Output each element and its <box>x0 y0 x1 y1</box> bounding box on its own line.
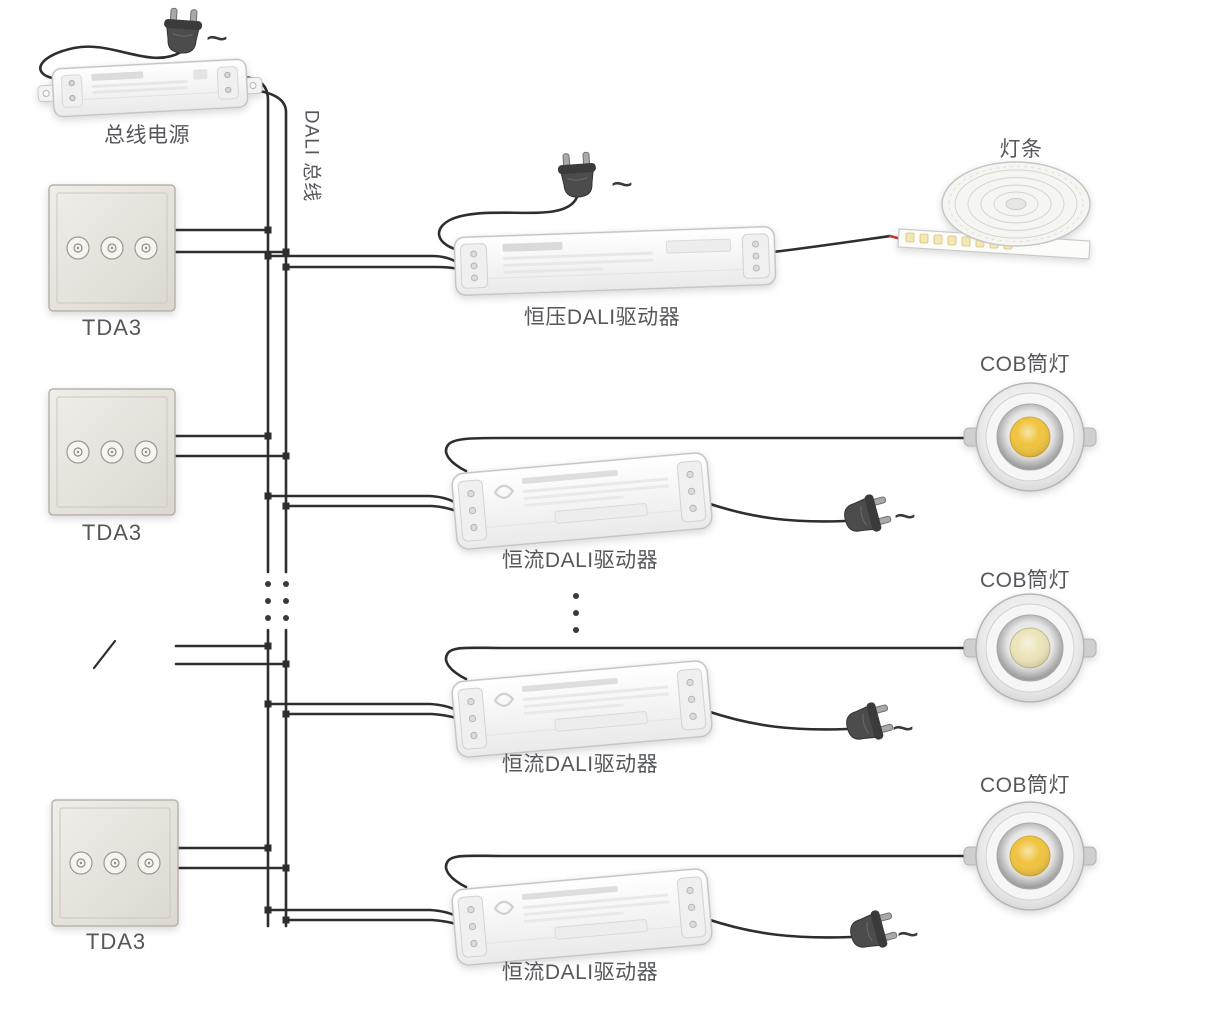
cv-driver-plug-icon <box>556 151 599 199</box>
bus-junctions <box>264 226 290 924</box>
ac-symbol-cv: ~ <box>610 164 634 206</box>
ac-symbol-cc3: ~ <box>896 914 920 956</box>
wire-plug-to-cv <box>437 195 579 252</box>
touch-panel-2 <box>48 388 176 516</box>
cob-1-label: COB筒灯 <box>979 353 1071 376</box>
mains-plug-icon <box>161 7 204 55</box>
cc3-plug-icon <box>846 906 900 956</box>
cob-downlight-3 <box>963 801 1097 911</box>
wire-cc2-to-cob2 <box>444 646 974 681</box>
touch-panel-1 <box>48 184 176 312</box>
cc-driver-2-label: 恒流DALI驱动器 <box>501 753 659 776</box>
branch-ellipsis <box>573 593 579 633</box>
cob-downlight-1 <box>963 382 1097 492</box>
panel-3-label: TDA3 <box>85 929 147 954</box>
dali-bus-label: DALI 总线 <box>300 109 322 203</box>
continuation-mark <box>92 639 117 670</box>
strip-leds <box>905 232 1013 250</box>
wire-bus-to-cv-b <box>284 265 460 271</box>
cc-dali-driver-2 <box>450 658 714 760</box>
wire-cc1-to-cob1 <box>444 436 974 473</box>
panel-1-label: TDA3 <box>81 315 143 340</box>
cc1-plug-icon <box>840 490 894 540</box>
cob-2-label: COB筒灯 <box>979 569 1071 592</box>
wire-bus-to-cc3-a <box>266 908 458 918</box>
wire-bus-to-cc1-a <box>266 494 458 505</box>
dali-bus-line-2 <box>242 87 288 928</box>
cv-dali-driver <box>453 225 777 297</box>
bus-ellipsis <box>265 581 289 621</box>
wire-cc3-to-plug <box>705 917 853 939</box>
cc-dali-driver-1 <box>450 450 714 552</box>
wire-cc2-to-plug <box>705 709 849 731</box>
wire-cv-to-strip <box>771 234 892 254</box>
wire-mains-to-bus-power <box>39 45 183 80</box>
bus-power-label: 总线电源 <box>104 124 190 147</box>
wire-bus-to-cc3-b <box>284 918 458 926</box>
cc2-plug-icon <box>842 698 896 748</box>
dali-bus-line-1 <box>242 75 270 928</box>
wire-bus-to-cc1-b <box>284 504 458 513</box>
wire-cc3-to-cob3 <box>444 854 974 889</box>
wire-bus-to-cc2-b <box>284 712 458 720</box>
ac-symbol-mains: ~ <box>205 18 229 60</box>
cv-driver-label: 恒压DALI驱动器 <box>523 306 681 329</box>
cc-dali-driver-3 <box>450 866 714 968</box>
wire-bus-to-cc2-a <box>266 702 458 712</box>
cob-downlight-2 <box>963 593 1097 703</box>
wire-bus-to-cv-a <box>266 254 460 265</box>
ac-symbol-cc1: ~ <box>893 496 917 538</box>
touch-panel-3 <box>51 799 179 927</box>
cc-driver-1-label: 恒流DALI驱动器 <box>501 549 659 572</box>
ac-symbol-cc2: ~ <box>891 708 915 750</box>
wire-cc1-to-plug <box>705 501 847 523</box>
strip-label: 灯条 <box>999 138 1043 161</box>
led-strip <box>897 161 1091 260</box>
panel-2-label: TDA3 <box>81 520 143 545</box>
cob-3-label: COB筒灯 <box>979 774 1071 797</box>
cc-driver-3-label: 恒流DALI驱动器 <box>501 961 659 984</box>
bus-power-supply <box>36 57 264 119</box>
